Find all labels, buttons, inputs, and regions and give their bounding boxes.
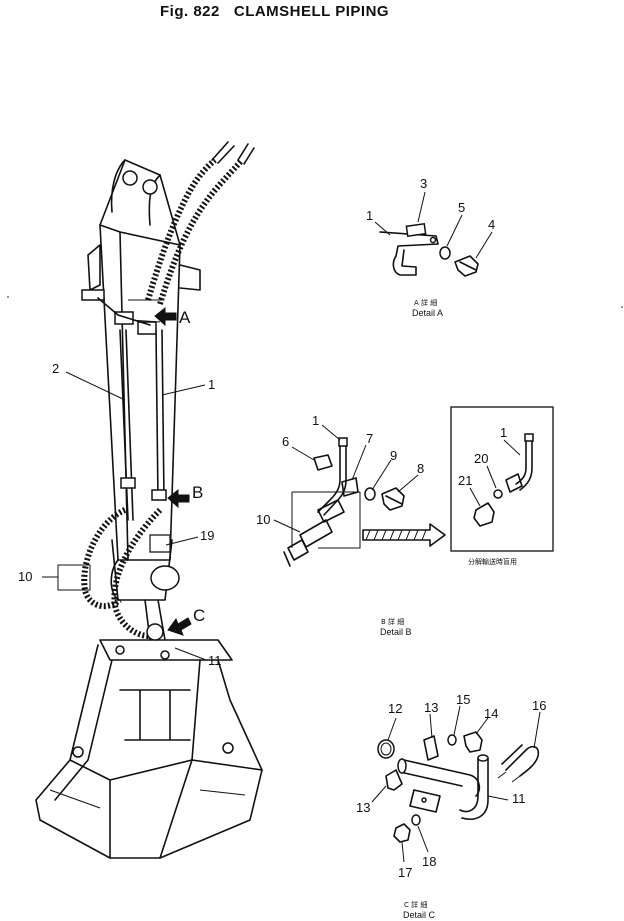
detail-a-caption-jp: A 詳 細 [414, 298, 437, 307]
clamshell-bucket [35, 599, 263, 859]
detail-b-inset-callout-20: 20 [474, 451, 488, 466]
detail-c-callout-13a: 13 [424, 700, 438, 715]
callout-A: A [179, 308, 191, 327]
detail-b-inset-callout-1: 1 [500, 425, 507, 440]
main-assembly: A B C 2 1 10 19 11 [18, 141, 263, 859]
figure-name: CLAMSHELL PIPING [233, 3, 390, 20]
arrow-C: C [167, 606, 205, 636]
main-callouts: 2 1 10 19 11 [18, 361, 222, 668]
figure-title: Fig. 822 CLAMSHELL PIPING [160, 3, 389, 20]
detail-a-callout-4: 4 [488, 217, 495, 232]
arrow-B: B [167, 483, 203, 509]
figure-number: Fig. 822 [160, 3, 220, 20]
detail-c-callout-18: 18 [422, 854, 436, 869]
callout-B: B [192, 483, 203, 502]
detail-b-callout-6: 6 [282, 434, 289, 449]
detail-c-callout-15: 15 [456, 692, 470, 707]
detail-b-inset: 1 20 21 分解輸送時盲用 [450, 406, 554, 566]
upper-hose [145, 141, 255, 305]
callout-19: 19 [200, 528, 214, 543]
detail-a-caption: Detail A [412, 308, 443, 318]
detail-b-caption: Detail B [380, 627, 412, 637]
detail-a-callout-1: 1 [366, 208, 373, 223]
detail-b-callout-9: 9 [390, 448, 397, 463]
detail-c-caption: Detail C [403, 910, 436, 920]
callout-C: C [193, 606, 205, 625]
detail-c-callout-13b: 13 [356, 800, 370, 815]
detail-b: 1 20 21 分解輸送時盲用 1 6 7 9 8 10 B 詳 細 Detai… [256, 406, 554, 637]
detail-b-callout-8: 8 [417, 461, 424, 476]
detail-b-inset-note: 分解輸送時盲用 [468, 557, 517, 566]
callout-10: 10 [18, 569, 32, 584]
detail-c-callout-16: 16 [532, 698, 546, 713]
detail-c-caption-jp: C 詳 細 [404, 900, 427, 909]
detail-a: 3 1 5 4 A 詳 細 Detail A [366, 176, 495, 318]
detail-c-callout-12: 12 [388, 701, 402, 716]
detail-b-callout-10: 10 [256, 512, 270, 527]
detail-a-callout-3: 3 [420, 176, 427, 191]
detail-c: 12 13 15 14 16 13 11 17 18 C 詳 細 Detail … [356, 692, 546, 920]
callout-1: 1 [208, 377, 215, 392]
detail-a-callout-5: 5 [458, 200, 465, 215]
detail-b-callout-1: 1 [312, 413, 319, 428]
detail-b-callout-7: 7 [366, 431, 373, 446]
detail-c-callout-11: 11 [512, 791, 526, 806]
hatched-arrow [362, 523, 446, 547]
detail-c-callout-17: 17 [398, 865, 412, 880]
arrow-A: A [154, 306, 191, 327]
hydraulic-pipes [81, 289, 167, 521]
arm-body [87, 159, 201, 601]
detail-c-callout-14: 14 [484, 706, 498, 721]
detail-b-inset-callout-21: 21 [458, 473, 472, 488]
detail-b-caption-jp: B 詳 細 [381, 617, 404, 626]
lower-hoses [81, 507, 171, 639]
callout-11: 11 [208, 653, 222, 668]
scan-specks [7, 296, 623, 308]
callout-2: 2 [52, 361, 59, 376]
